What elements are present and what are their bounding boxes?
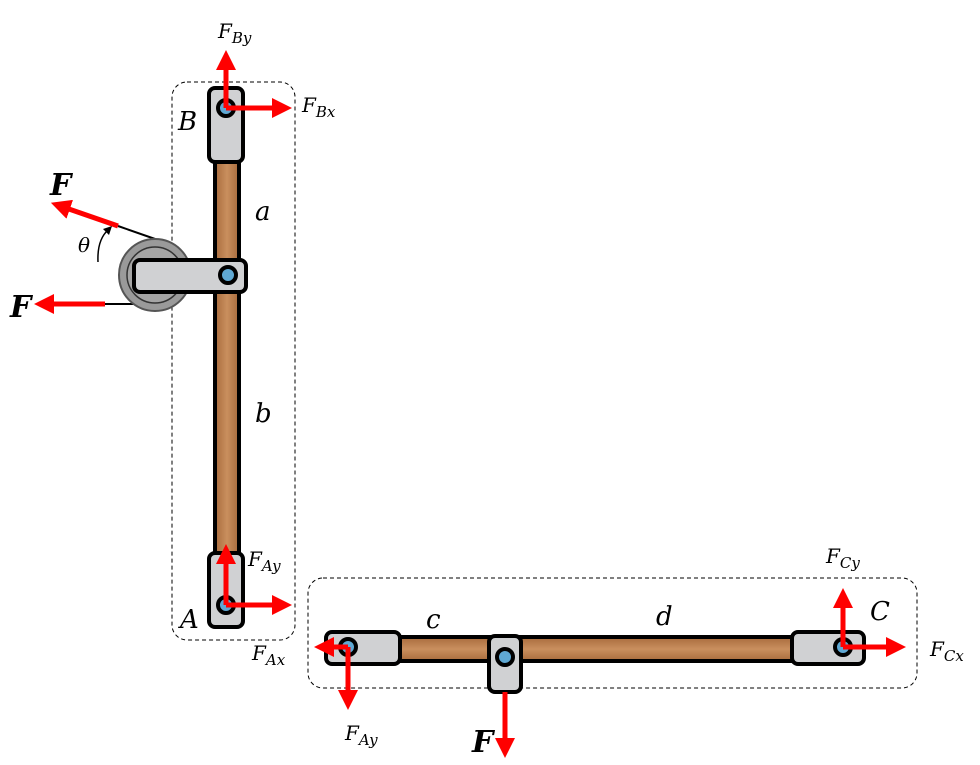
vertical-bar bbox=[213, 138, 241, 562]
label-theta: θ bbox=[78, 233, 90, 257]
horizontal-member-group: c d C F FCy FCx FAx FAy bbox=[251, 544, 964, 760]
theta-arc bbox=[97, 229, 109, 263]
label-a: a bbox=[255, 197, 271, 227]
fbd-boundary-vertical bbox=[171, 81, 296, 641]
label-F-angled: F bbox=[49, 168, 74, 203]
pulley-arm bbox=[132, 258, 248, 294]
vertical-member-group: F θ F B a b A FBy FBx FAy bbox=[9, 19, 336, 641]
pin-load bbox=[495, 647, 515, 667]
force-F-angled-arrow bbox=[50, 199, 119, 229]
label-d: d bbox=[656, 602, 673, 632]
theta-arrowhead bbox=[103, 226, 112, 235]
label-FCy: FCy bbox=[825, 544, 860, 572]
label-FAx: FAx bbox=[251, 641, 286, 669]
label-b: b bbox=[255, 399, 272, 429]
label-F-down: F bbox=[471, 725, 496, 760]
label-FAy-left: FAy bbox=[247, 547, 281, 575]
label-FBx: FBx bbox=[301, 93, 336, 121]
label-c: c bbox=[426, 605, 441, 635]
label-C: C bbox=[870, 597, 890, 627]
label-FBy: FBy bbox=[217, 19, 252, 47]
label-B: B bbox=[177, 107, 197, 137]
label-FCx: FCx bbox=[929, 637, 964, 665]
horizontal-bar bbox=[393, 635, 799, 663]
label-FAy-bottom: FAy bbox=[344, 721, 378, 749]
label-A: A bbox=[178, 605, 199, 635]
cable-upper bbox=[117, 225, 159, 241]
fbd-boundary-horizontal bbox=[307, 577, 918, 689]
label-F-horizontal: F bbox=[9, 290, 34, 325]
pin-pulley bbox=[218, 265, 238, 285]
